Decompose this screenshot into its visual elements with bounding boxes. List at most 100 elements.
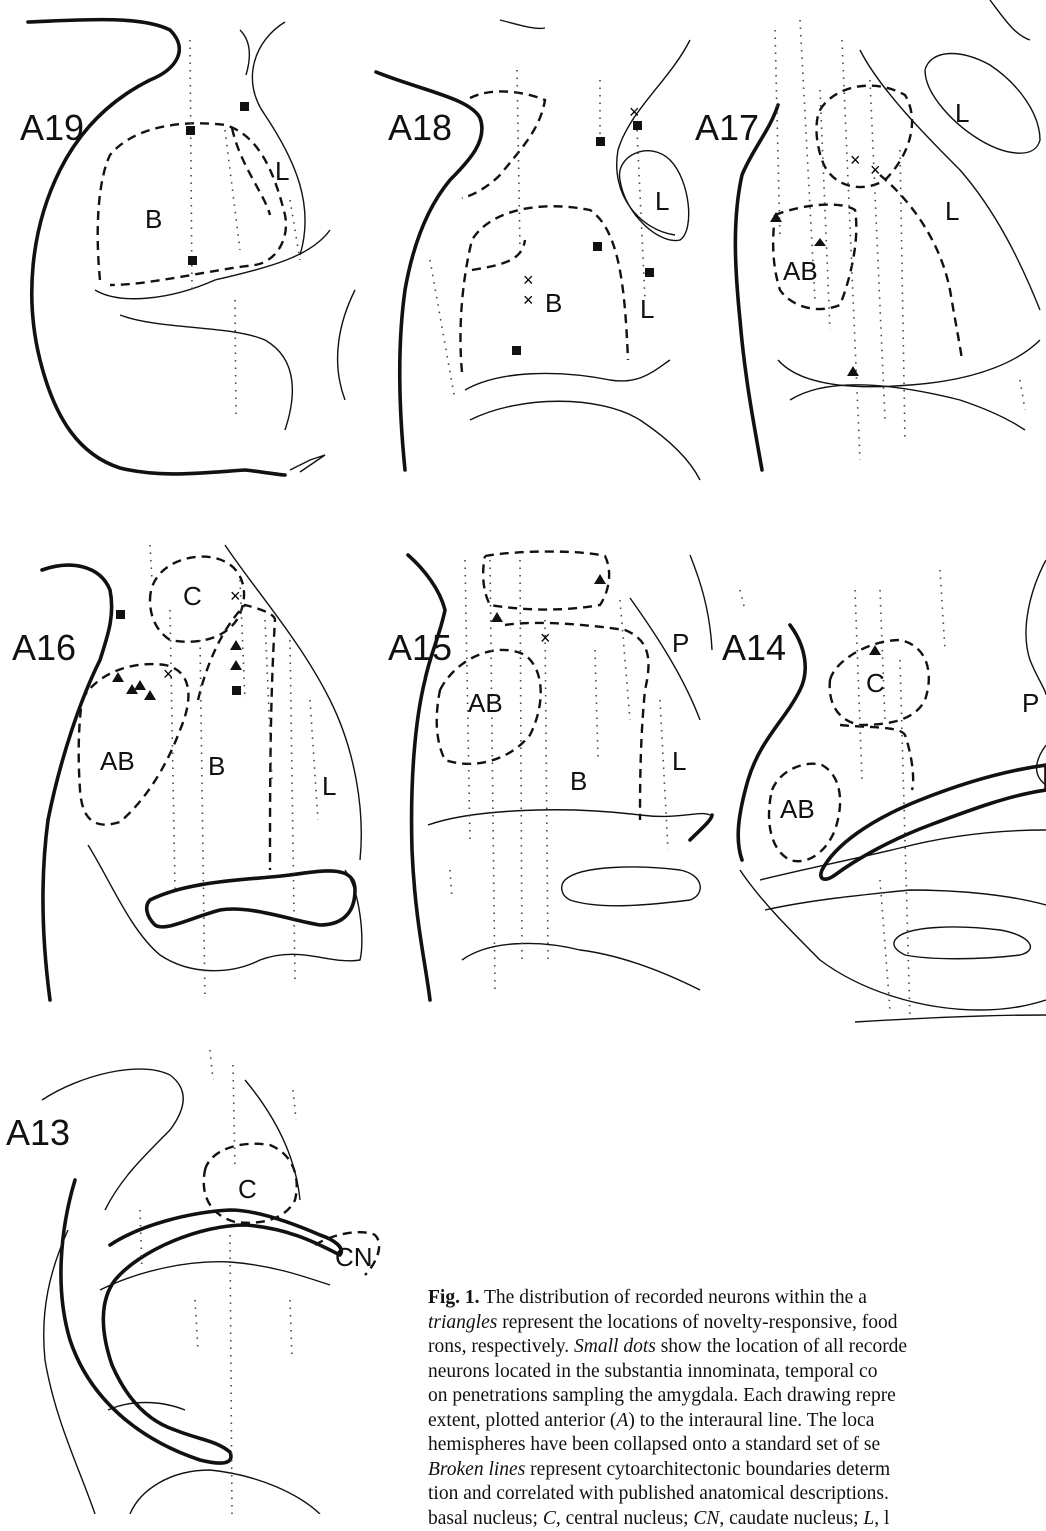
- bottom-band-a13: [108, 1403, 185, 1411]
- neuron-marker-cross: ×: [523, 290, 534, 310]
- panel-a14: A14 C AB P: [722, 560, 1046, 1022]
- nucleus-label-l2-a17: L: [945, 196, 959, 226]
- caption-line: Fig. 1. The distribution of recorded neu…: [428, 1286, 1046, 1311]
- neuron-marker-cross: ×: [850, 150, 861, 170]
- nucleus-label-ab-a15: AB: [468, 688, 503, 718]
- neuron-marker-triangle: [594, 574, 606, 584]
- right-curve-a19: [252, 22, 305, 255]
- brain-outline-a19: [28, 20, 285, 475]
- nucleus-label-l-a17: L: [955, 98, 969, 128]
- neuron-marker-square: [240, 102, 249, 111]
- ventral-line-a18: [470, 401, 700, 480]
- nucleus-label-ab-a17: AB: [783, 256, 818, 286]
- electrode-track: [195, 1300, 198, 1350]
- inner-line2-a14: [765, 890, 1046, 910]
- boundary-top-a15: [483, 552, 609, 610]
- panel-label-a14: A14: [722, 627, 786, 668]
- boundary-l-a19: [232, 128, 270, 215]
- ventricle-a14: [821, 765, 1046, 879]
- boundary-upper-a18: [462, 91, 545, 198]
- electrode-track: [230, 1235, 232, 1514]
- top-tick-a19: [240, 30, 249, 75]
- neuron-marker-square: [116, 610, 125, 619]
- panel-label-a17: A17: [695, 107, 759, 148]
- ventral-line-a17: [790, 385, 1025, 430]
- panel-a18: A18 × × × B L L: [376, 20, 700, 480]
- neuron-marker-triangle: [491, 612, 503, 622]
- panel-a19: A19 B L: [20, 20, 355, 475]
- electrode-track: [940, 570, 945, 650]
- nucleus-label-l-a16: L: [322, 771, 336, 801]
- panel-a13: A13 C CN: [6, 1050, 379, 1514]
- electrode-track: [293, 1090, 296, 1120]
- neuron-marker-square: [232, 686, 241, 695]
- caption-line: rons, respectively. Small dots show the …: [428, 1335, 1046, 1360]
- neuron-marker-triangle: [869, 645, 881, 655]
- brain-outline-a15: [408, 555, 445, 1000]
- nucleus-label-c-a16: C: [183, 581, 202, 611]
- lateral-line-a15: [630, 598, 700, 720]
- top-right-curve-a15: [690, 555, 712, 650]
- electrode-track: [660, 700, 668, 850]
- caption-line: hemispheres have been collapsed onto a s…: [428, 1433, 1046, 1458]
- caption-segment: triangles: [428, 1312, 497, 1333]
- neuron-marker-square: [186, 126, 195, 135]
- bottom-curve-a13: [130, 1470, 320, 1514]
- caption-segment: tion and correlated with published anato…: [428, 1483, 889, 1504]
- caption-segment: , central nucleus;: [556, 1508, 694, 1529]
- neuron-marker-square: [593, 242, 602, 251]
- caption-segment: represent cytoarchitectonic boundaries d…: [525, 1459, 890, 1480]
- panel-label-a19: A19: [20, 107, 84, 148]
- panel-label-a18: A18: [388, 107, 452, 148]
- electrode-track: [265, 620, 272, 780]
- electrode-track: [870, 80, 885, 420]
- neuron-marker-square: [645, 268, 654, 277]
- neuron-marker-cross: ×: [540, 628, 551, 648]
- surface-line-a14: [740, 870, 1046, 1010]
- electrode-track: [517, 70, 520, 250]
- caption-segment: CN: [693, 1508, 719, 1529]
- top-tick-a17: [990, 0, 1030, 40]
- nucleus-label-l-a19: L: [275, 156, 289, 186]
- inner-band-a13: [61, 1180, 341, 1463]
- neuron-marker-square: [512, 346, 521, 355]
- caption-segment: neurons located in the substantia innomi…: [428, 1361, 877, 1382]
- p-curve-a14: [1026, 560, 1046, 695]
- electrode-track: [190, 40, 192, 290]
- electrode-track: [450, 870, 452, 900]
- electrode-track: [900, 660, 910, 1020]
- electrode-track: [290, 200, 300, 260]
- nucleus-label-cn-a13: CN: [335, 1242, 373, 1272]
- outer-band-a13: [44, 1230, 95, 1514]
- panel-a15: A15 × AB B L P: [388, 552, 712, 1001]
- nucleus-label-b-a15: B: [570, 766, 587, 796]
- nucleus-label-ab-a14: AB: [780, 794, 815, 824]
- caption-line: extent, plotted anterior (A) to the inte…: [428, 1409, 1046, 1434]
- electrode-track: [200, 640, 205, 1000]
- panel-a16: A16 × × C AB B L: [12, 545, 362, 1000]
- nucleus-label-l-a18: L: [640, 294, 654, 324]
- electrode-track: [842, 40, 860, 460]
- top-tick-a18: [500, 20, 545, 28]
- electrode-track: [740, 590, 745, 610]
- electrode-track: [595, 650, 598, 760]
- caption-segment: , caudate nucleus;: [719, 1508, 863, 1529]
- neuron-marker-square: [633, 121, 642, 130]
- electrode-track: [880, 880, 890, 1010]
- electrode-track: [233, 1065, 235, 1170]
- neuron-marker-cross: ×: [523, 270, 534, 290]
- electrode-track: [140, 1210, 142, 1270]
- caption-segment: Broken lines: [428, 1459, 525, 1480]
- panel-label-a15: A15: [388, 627, 452, 668]
- neuron-marker-cross: ×: [870, 160, 881, 180]
- caption-segment: Small dots: [574, 1336, 656, 1357]
- panel-label-a13: A13: [6, 1112, 70, 1153]
- notch-a19: [290, 455, 325, 472]
- caption-line: triangles represent the locations of nov…: [428, 1311, 1046, 1336]
- neuron-marker-triangle: [134, 680, 146, 690]
- electrode-track: [210, 1050, 213, 1080]
- panel-a17: A17 × × AB L L: [695, 0, 1040, 470]
- electrode-track: [620, 600, 630, 720]
- electrode-track: [310, 700, 318, 820]
- nucleus-label-p-a14: P: [1022, 688, 1039, 718]
